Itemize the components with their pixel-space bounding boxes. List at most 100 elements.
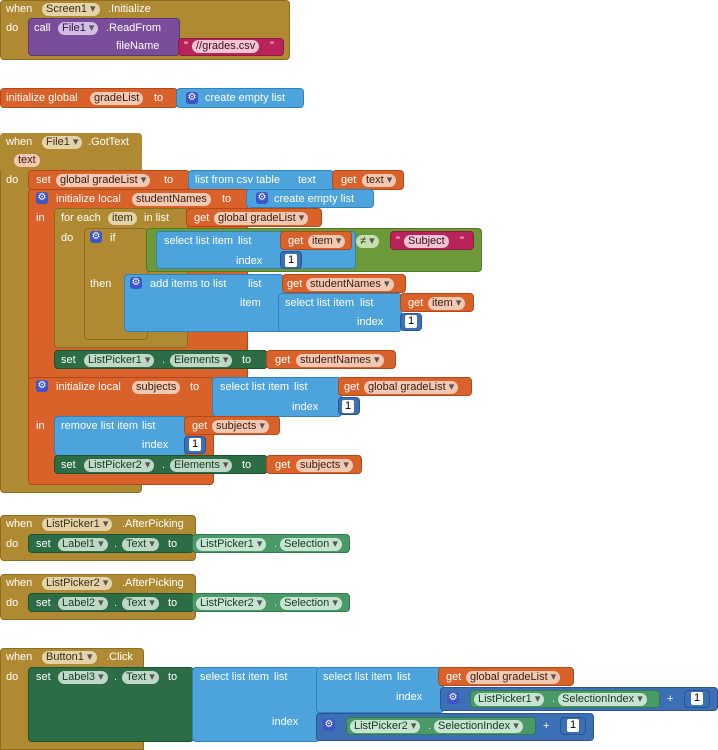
gear-icon[interactable]: ⚙ — [323, 719, 335, 731]
gottext-label: .GotText — [88, 136, 129, 148]
chevron-down-icon: ▾ — [637, 693, 643, 705]
file1-dropdown[interactable]: File1 ▾ — [58, 22, 99, 35]
listpicker1-getter-dropdown[interactable]: ListPicker1 ▾ — [474, 693, 545, 706]
add-items-to-list[interactable] — [124, 274, 284, 332]
create-empty-list-local[interactable] — [246, 189, 374, 208]
studentnames-dropdown[interactable]: studentNames ▾ — [296, 354, 384, 367]
index-value[interactable]: 1 — [189, 438, 202, 451]
select-list-item-inner[interactable] — [316, 667, 444, 713]
elements-property-dropdown[interactable]: Elements ▾ — [170, 354, 233, 367]
screen1-dropdown[interactable]: Screen1 ▾ — [42, 3, 100, 16]
button1-event-dropdown[interactable]: Button1 ▾ — [42, 651, 97, 664]
open-quote-icon: " — [396, 235, 400, 247]
text-property-label: Text — [126, 671, 147, 683]
gear-icon[interactable]: ⚙ — [36, 192, 48, 204]
dot-separator: . — [114, 597, 118, 609]
get-keyword: get — [275, 459, 291, 471]
studentnames-dropdown[interactable]: studentNames ▾ — [306, 278, 394, 291]
gear-icon[interactable]: ⚙ — [36, 380, 48, 392]
item-socket-label: item — [240, 297, 261, 309]
text-property-dropdown[interactable]: Text ▾ — [122, 538, 159, 551]
when-keyword: when — [6, 136, 33, 148]
label1-dropdown[interactable]: Label1 ▾ — [58, 538, 108, 551]
subjects-dropdown[interactable]: subjects ▾ — [212, 420, 269, 433]
subject-value[interactable]: Subject — [404, 235, 449, 248]
listpicker2-event-dropdown[interactable]: ListPicker2 ▾ — [42, 577, 113, 590]
select-list-item-label: select list item — [164, 235, 234, 247]
button1-label: Button1 — [46, 651, 84, 663]
global-gradelist-dropdown[interactable]: global gradeList ▾ — [466, 671, 561, 684]
when-keyword: when — [6, 651, 33, 663]
remove-list-item[interactable] — [54, 416, 186, 456]
click-label: .Click — [106, 651, 133, 663]
file1-event-dropdown[interactable]: File1 ▾ — [42, 136, 83, 149]
gear-icon[interactable]: ⚙ — [90, 231, 102, 243]
studentnames-name-field[interactable]: studentNames — [132, 193, 211, 206]
select-list-item-subjects[interactable] — [212, 377, 342, 417]
item-var-field[interactable]: item — [108, 212, 137, 225]
global-gradelist-dropdown[interactable]: global gradeList ▾ — [56, 174, 151, 187]
listpicker2-getter-dropdown[interactable]: ListPicker2 ▾ — [350, 720, 421, 733]
initialize-label: .Initialize — [108, 3, 151, 15]
listpicker2-dropdown[interactable]: ListPicker2 ▾ — [84, 459, 155, 472]
text-var-dropdown[interactable]: text ▾ — [362, 174, 397, 187]
gear-icon[interactable]: ⚙ — [447, 692, 459, 704]
list-socket-label: list — [397, 671, 411, 683]
select-list-item-add[interactable] — [278, 293, 402, 332]
create-empty-list-label: create empty list — [205, 92, 286, 104]
file1-readfrom-call[interactable] — [28, 18, 180, 56]
neq-operator-dropdown[interactable]: ≠ ▾ — [356, 235, 379, 248]
get-keyword: get — [446, 671, 462, 683]
elements-label: Elements — [174, 459, 220, 471]
dot-separator: . — [552, 693, 556, 705]
dot-separator: . — [114, 671, 118, 683]
gradelist-name-field[interactable]: gradeList — [90, 92, 144, 105]
gear-icon[interactable]: ⚙ — [186, 92, 198, 104]
listpicker1-event-dropdown[interactable]: ListPicker1 ▾ — [42, 518, 113, 531]
listpicker2-getter-dropdown[interactable]: ListPicker2 ▾ — [196, 597, 267, 610]
set-label3-text[interactable] — [28, 667, 194, 742]
global-gradelist-dropdown[interactable]: global gradeList ▾ — [214, 212, 309, 225]
chevron-down-icon: ▾ — [259, 420, 265, 432]
gear-icon[interactable]: ⚙ — [130, 277, 142, 289]
text-param-chip[interactable]: text — [14, 154, 40, 167]
subjects-name-field[interactable]: subjects — [132, 381, 181, 394]
number-value[interactable]: 1 — [567, 719, 580, 732]
subjects-dropdown[interactable]: subjects ▾ — [296, 459, 353, 472]
chevron-down-icon: ▾ — [88, 22, 95, 34]
listpicker1-dropdown[interactable]: ListPicker1 ▾ — [84, 354, 155, 367]
text-property-dropdown[interactable]: Text ▾ — [122, 597, 159, 610]
listpicker2-label: ListPicker2 — [354, 720, 408, 732]
selection-property-dropdown[interactable]: Selection ▾ — [280, 597, 342, 610]
index-socket-label: index — [142, 439, 169, 451]
chevron-down-icon: ▾ — [86, 651, 93, 663]
init-global-label: initialize global — [6, 92, 78, 104]
label3-dropdown[interactable]: Label3 ▾ — [58, 671, 108, 684]
global-gradelist-dropdown[interactable]: global gradeList ▾ — [364, 381, 459, 394]
global-gradelist-label: global gradeList — [218, 212, 296, 224]
index-value[interactable]: 1 — [405, 315, 418, 328]
index-value[interactable]: 1 — [285, 254, 298, 267]
elements-property-dropdown[interactable]: Elements ▾ — [170, 459, 233, 472]
label2-dropdown[interactable]: Label2 ▾ — [58, 597, 108, 610]
index-value[interactable]: 1 — [342, 400, 355, 413]
text-property-dropdown[interactable]: Text ▾ — [122, 671, 159, 684]
number-value[interactable]: 1 — [691, 692, 704, 705]
item-var-dropdown[interactable]: item ▾ — [428, 297, 466, 310]
text-property-label: Text — [126, 597, 147, 609]
selectionindex-property-dropdown[interactable]: SelectionIndex ▾ — [434, 720, 523, 733]
listpicker1-getter-dropdown[interactable]: ListPicker1 ▾ — [196, 538, 267, 551]
set-keyword: set — [36, 671, 51, 683]
gear-icon[interactable]: ⚙ — [256, 192, 268, 204]
create-empty-list-block[interactable] — [176, 88, 304, 108]
list-socket-label: list — [360, 297, 374, 309]
chevron-down-icon: ▾ — [144, 459, 151, 471]
call-keyword: call — [34, 22, 51, 34]
selection-property-dropdown[interactable]: Selection ▾ — [280, 538, 342, 551]
selectionindex-property-dropdown[interactable]: SelectionIndex ▾ — [558, 693, 647, 706]
item-var-dropdown[interactable]: item ▾ — [308, 235, 346, 248]
chevron-down-icon: ▾ — [384, 278, 390, 290]
chevron-down-icon: ▾ — [144, 354, 151, 366]
grades-file-value[interactable]: //grades.csv — [192, 40, 260, 53]
select-list-item-outer[interactable] — [192, 667, 320, 742]
